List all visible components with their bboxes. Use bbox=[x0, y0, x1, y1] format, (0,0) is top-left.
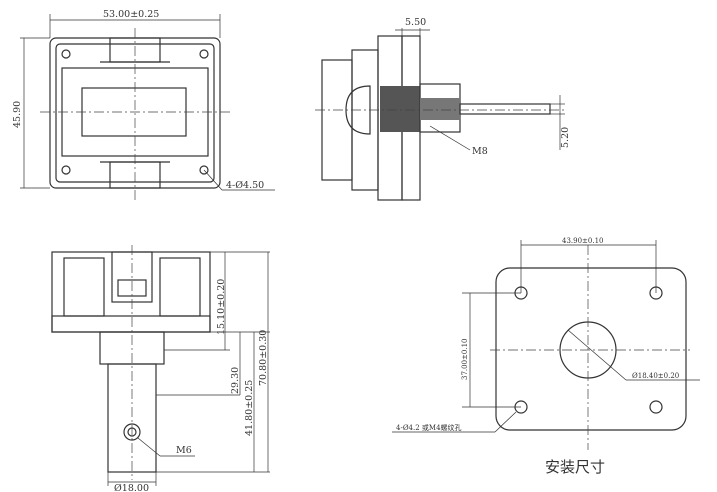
mounting-view: 43.90±0.10 37.00±0.10 Ø18.40±0.20 4-Ø4.2… bbox=[392, 237, 700, 476]
mount-hole-note: 4-Ø4.2 或M4螺纹孔 bbox=[396, 423, 462, 432]
bottom-diameter-dim: Ø18.00 bbox=[114, 483, 149, 492]
bottom-thread-label: M6 bbox=[176, 445, 192, 456]
front-height-dim: 45.90 bbox=[12, 101, 23, 128]
bottom-dim-d: 70.80±0.30 bbox=[258, 330, 269, 386]
side-flange-dim: 5.50 bbox=[405, 17, 426, 28]
bottom-dim-b: 29.30 bbox=[230, 367, 241, 394]
mount-caption: 安装尺寸 bbox=[545, 458, 605, 476]
mount-hole-spacing-x: 43.90±0.10 bbox=[562, 237, 604, 245]
side-thread-label: M8 bbox=[472, 146, 488, 157]
front-view: 53.00±0.25 45.90 4-Ø4.50 bbox=[12, 9, 275, 200]
bottom-dim-a: 15.10±0.20 bbox=[216, 279, 227, 335]
bottom-dim-c: 41.80±0.25 bbox=[244, 380, 255, 436]
mount-hole-spacing-y: 37.00±0.10 bbox=[461, 339, 469, 381]
mount-center-hole-dim: Ø18.40±0.20 bbox=[632, 372, 679, 380]
side-shaft-dim: 5.20 bbox=[560, 127, 571, 148]
front-width-dim: 53.00±0.25 bbox=[103, 9, 159, 20]
side-view: 5.50 M8 5.20 bbox=[315, 17, 571, 201]
front-hole-dim: 4-Ø4.50 bbox=[226, 180, 264, 191]
bottom-view: 15.10±0.20 29.30 41.80±0.25 70.80±0.30 M… bbox=[51, 245, 270, 492]
